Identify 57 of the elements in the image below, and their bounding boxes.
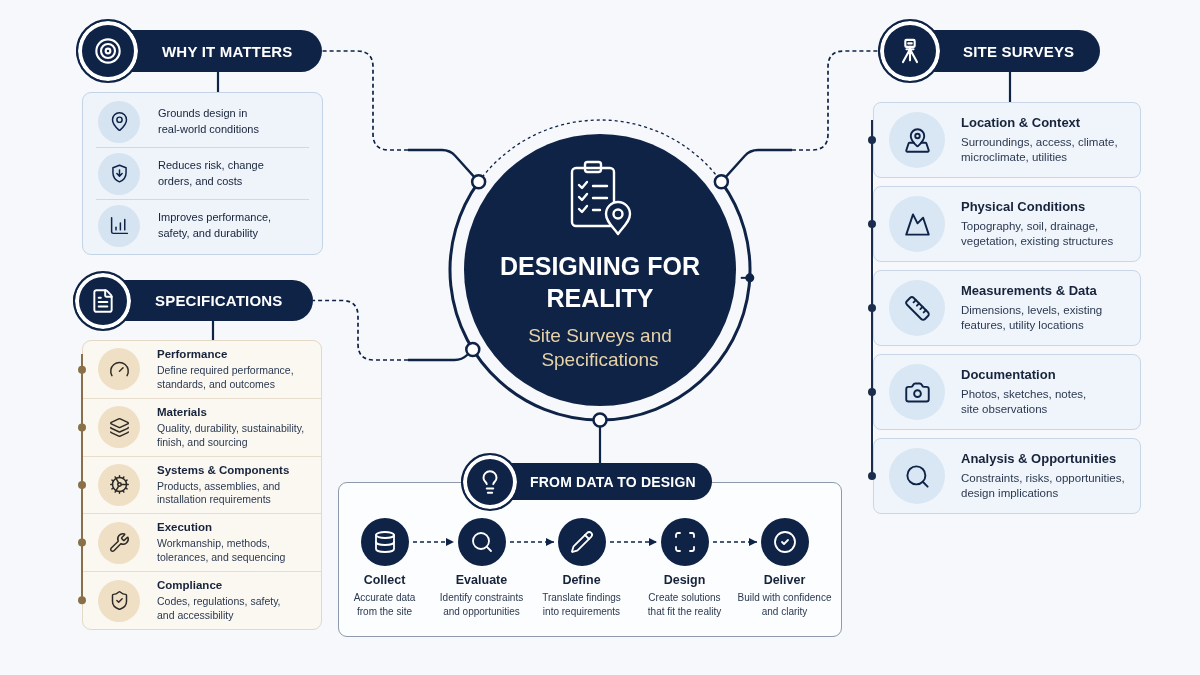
arrow (509, 538, 555, 546)
item-title: Physical Conditions (961, 198, 1086, 216)
connector-line (211, 321, 215, 340)
item-title: Compliance (157, 578, 223, 594)
connector-line (312, 299, 409, 361)
item-title: Materials (157, 404, 207, 420)
arrow (712, 538, 758, 546)
item-title: Systems & Components (157, 462, 290, 478)
item-title: Analysis & Opportunities (961, 450, 1117, 468)
item-description: Photos, sketches, notes, site observations (961, 386, 1088, 417)
item-description: Topography, soil, drainage, vegetation, existing structures (961, 218, 1115, 249)
item-description: Quality, durability, sustainability, finish, and sourcing (157, 421, 306, 450)
step-description: Identify constraints and opportunities (438, 590, 525, 619)
survey-card (873, 354, 1141, 430)
survey-card (873, 270, 1141, 346)
survey-card (873, 186, 1141, 262)
step-description: Accurate data from the site (352, 590, 417, 619)
section-title: FROM DATA TO DESIGN (530, 473, 696, 490)
step-description: Build with confidence and clarity (736, 590, 833, 619)
info-panel (82, 340, 322, 630)
arrow (609, 538, 658, 546)
connector-line (1008, 72, 1012, 102)
item-title: Documentation (961, 366, 1056, 384)
survey-card (873, 102, 1141, 178)
step-description: Translate findings into requirements (541, 590, 622, 619)
connector-line (791, 50, 879, 151)
step-title: Define (562, 572, 601, 588)
info-panel (82, 92, 323, 255)
item-title: Location & Context (961, 114, 1081, 132)
item-title: Execution (157, 520, 212, 536)
item-description: Constraints, risks, opportunities, design implications (961, 470, 1126, 501)
step-title: Evaluate (455, 572, 508, 588)
section-title: SITE SURVEYS (963, 42, 1075, 60)
item-description: Workmanship, methods, tolerances, and sequencing (157, 537, 287, 566)
benefit-text: Improves performance, safety, and durability (158, 209, 273, 241)
benefit-text: Reduces risk, change orders, and costs (158, 157, 265, 189)
item-description: Products, assemblies, and installation requirements (157, 479, 282, 508)
connector-line (321, 50, 409, 151)
item-title: Performance (157, 347, 228, 362)
section-title: WHY IT MATTERS (162, 42, 293, 60)
step-title: Collect (363, 572, 406, 588)
hub-subtitle: Site Surveys and Specifications (527, 324, 673, 372)
arrow (412, 538, 455, 546)
hub-title: DESIGNING FOR REALITY (499, 251, 701, 314)
item-description: Surroundings, access, climate, microclimate, utilities (961, 134, 1119, 165)
connector-line (598, 428, 602, 463)
connector-line (216, 72, 220, 92)
step-title: Deliver (763, 572, 806, 588)
section-title: SPECIFICATIONS (155, 292, 283, 309)
step-title: Design (663, 572, 706, 588)
benefit-text: Grounds design in real-world conditions (158, 105, 260, 137)
item-description: Dimensions, levels, existing features, utility locations (961, 302, 1104, 333)
item-description: Define required performance, standards, and outcomes (157, 364, 295, 392)
item-title: Measurements & Data (961, 282, 1097, 300)
item-description: Codes, regulations, safety, and accessibility (157, 595, 282, 623)
survey-card (873, 438, 1141, 514)
step-description: Create solutions that fit the reality (646, 590, 723, 619)
